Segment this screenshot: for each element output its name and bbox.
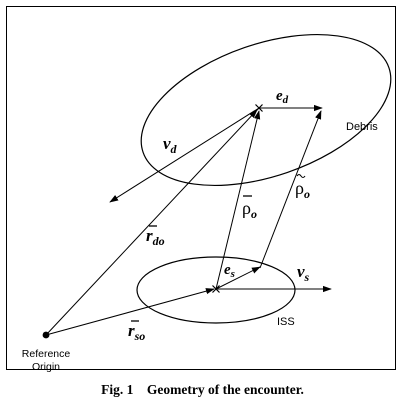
e-d-label: ed [276, 88, 289, 106]
iss-label: ISS [277, 316, 295, 328]
encounter-diagram: Debris ISS Reference Origin ed vd rdo rs… [22, 33, 392, 373]
rho-bar-vector [215, 110, 261, 290]
iss-ellipse [136, 256, 296, 324]
r-do-label: rdo [146, 225, 165, 248]
r-so-vector [45, 288, 215, 336]
figure-frame [6, 6, 396, 370]
v-s-label: vs [297, 262, 310, 284]
rho-bar-label: ρo [242, 195, 257, 221]
figure-number: Fig. 1 [101, 382, 134, 397]
svg-text:ρo: ρo [295, 178, 310, 201]
svg-text:rso: rso [128, 321, 145, 343]
r-do-vector [45, 109, 258, 336]
reference-label-line2: Origin [32, 361, 60, 373]
figure-caption: Fig. 1 Geometry of the encounter. [0, 382, 405, 398]
debris-ellipse [140, 33, 392, 187]
iss-position-mark [212, 285, 220, 293]
rho-tilde-label: ρo [295, 173, 310, 201]
e-s-label: es [224, 262, 235, 280]
debris-label: Debris [346, 121, 378, 133]
e-s-vector [215, 266, 261, 290]
svg-text:ρo: ρo [242, 198, 257, 221]
v-d-label: vd [163, 134, 178, 156]
v-d-vector [109, 107, 260, 203]
figure-caption-text: Geometry of the encounter. [146, 382, 304, 397]
svg-text:rdo: rdo [146, 226, 165, 248]
rho-tilde-vector [259, 110, 322, 269]
reference-label-line1: Reference [22, 348, 71, 360]
debris-position-mark [255, 104, 263, 112]
r-so-label: rso [128, 320, 145, 343]
